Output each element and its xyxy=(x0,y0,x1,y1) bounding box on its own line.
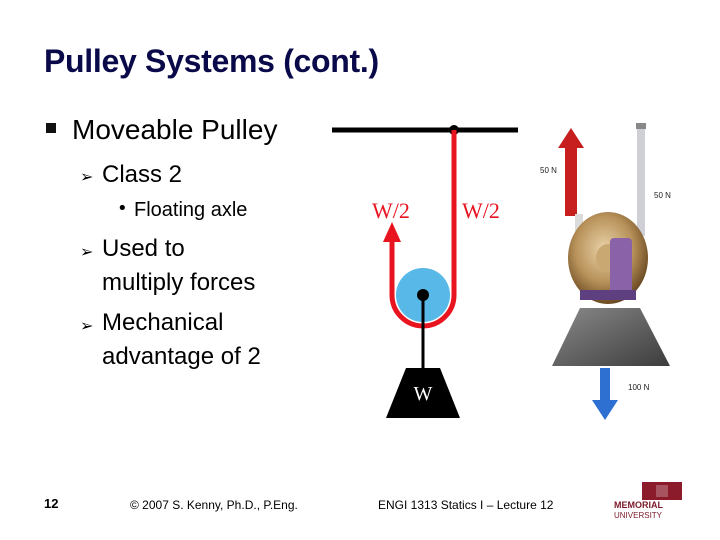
slide-number: 12 xyxy=(44,496,59,511)
footer-copyright: © 2007 S. Kenny, Ph.D., P.Eng. xyxy=(130,498,298,512)
slide-title: Pulley Systems (cont.) xyxy=(44,43,379,79)
bullet-used-line1: Used to xyxy=(102,235,185,262)
pulley-diagram: W W/2 W/2 xyxy=(332,125,518,418)
footer-course: ENGI 1313 Statics I – Lecture 12 xyxy=(378,498,554,512)
bullet-class: Class 2 xyxy=(102,161,183,188)
force-bottom-label: 100 N xyxy=(628,383,650,392)
bullet-used-line2: multiply forces xyxy=(102,269,256,296)
right-force-label: W/2 xyxy=(462,198,500,223)
svg-text:MEMORIAL: MEMORIAL xyxy=(614,500,663,510)
force-top-label: 50 N xyxy=(540,166,557,175)
arrow-bullet-icon: ➢ xyxy=(80,316,94,335)
weight-label: W xyxy=(414,383,433,405)
memorial-university-logo: MEMORIAL UNIVERSITY xyxy=(614,482,682,520)
arrow-bullet-icon: ➢ xyxy=(80,242,94,261)
dot-bullet-icon: • xyxy=(117,198,128,219)
left-force-label: W/2 xyxy=(372,198,410,223)
bullet-mech-line1: Mechanical xyxy=(102,309,224,336)
bullet-square xyxy=(46,123,56,133)
pulley-3d-render: 50 N 50 N 100 N xyxy=(540,123,671,420)
force-side-label: 50 N xyxy=(654,191,671,200)
bullet-floating-axle: Floating axle xyxy=(134,199,248,221)
bullet-moveable-pulley: Moveable Pulley xyxy=(72,114,278,145)
arrow-bullet-icon: ➢ xyxy=(80,167,94,186)
svg-text:UNIVERSITY: UNIVERSITY xyxy=(614,511,663,520)
bullet-mech-line2: advantage of 2 xyxy=(102,343,261,370)
